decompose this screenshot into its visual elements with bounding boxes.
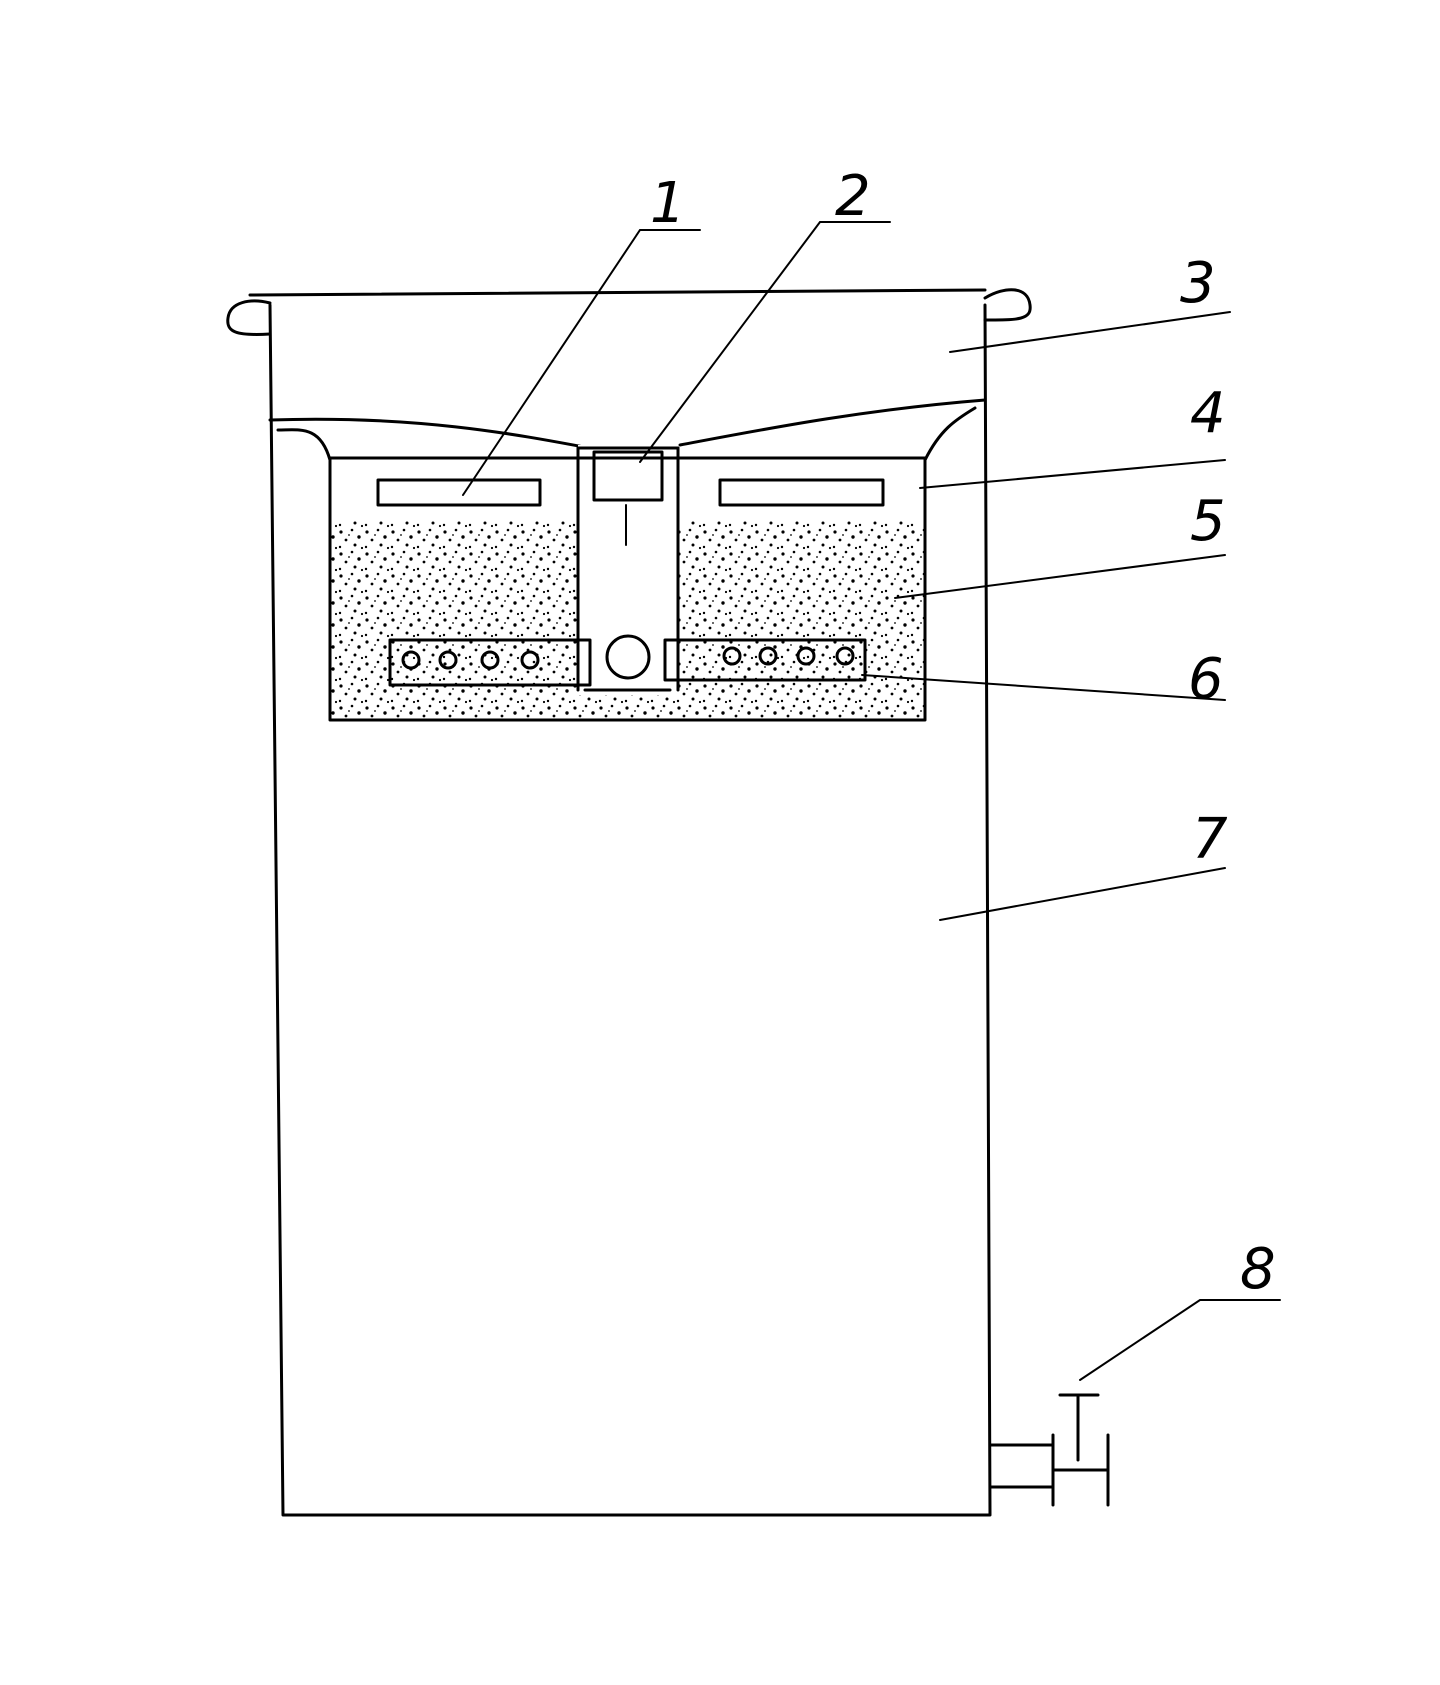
callout-label-8: 8 [1240,1237,1276,1302]
callout-label-7: 7 [1192,807,1228,872]
callout-label-1: 1 [650,171,686,236]
perforated-pipes [388,638,867,687]
outlet-valve [988,1393,1110,1507]
callout-label-2: 2 [835,164,871,229]
callout-label-5: 5 [1190,489,1226,554]
callout-label-6: 6 [1188,647,1224,712]
top-hopper [226,288,1032,462]
center-tube [576,446,680,692]
tank-body [268,303,992,1517]
inlet-slots [376,478,885,507]
callout-label-4: 4 [1190,381,1226,446]
leader-lines [462,221,1281,1381]
callout-labels: 1 2 3 4 5 6 7 8 [650,164,1276,1302]
callout-label-3: 3 [1180,251,1216,316]
